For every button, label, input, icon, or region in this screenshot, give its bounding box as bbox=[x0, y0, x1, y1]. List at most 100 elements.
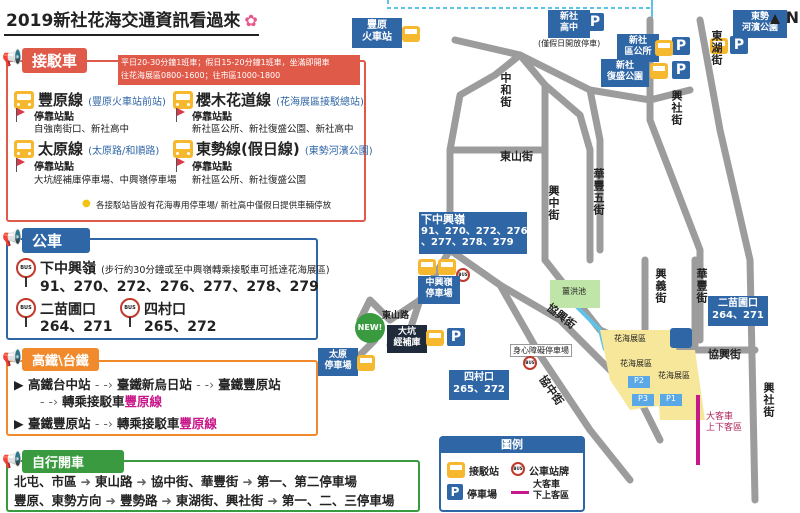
shuttle-footnote: 各接駁站皆設有花海專用停車場/ 新社高中僅假日提供車輛停放 bbox=[96, 201, 332, 211]
shuttle-tag: 接駁車 bbox=[22, 48, 88, 73]
line-sub: (豐原火車站前站) bbox=[88, 97, 166, 108]
shuttle-stop-icon bbox=[426, 330, 444, 346]
map-label-coach-zone: 大客車 上下客區 bbox=[706, 412, 743, 433]
street-huafeng5: 華豐五街 bbox=[592, 168, 605, 216]
parking-lot-p2: P2 bbox=[628, 376, 650, 388]
bus-routes: 91、270、272、276、277、278、279 bbox=[40, 279, 319, 295]
shuttle-stop-icon bbox=[447, 462, 465, 478]
shuttle-note-box: 平日20-30分鐘1班車；假日15-20分鐘1班車，坐滿即開車 往花海展區080… bbox=[118, 55, 360, 85]
map-label-xinshe-high: 新社 高中 bbox=[548, 10, 590, 38]
legend-coach: 大客車 下上客區 bbox=[533, 480, 570, 501]
north-arrow: N bbox=[770, 8, 799, 27]
map-bus-callout-sicunkou: 四村口 265、272 bbox=[449, 370, 509, 400]
expo-area-label: 花海展區 bbox=[620, 359, 652, 368]
flag-icon bbox=[177, 108, 185, 116]
street-xingyi: 興義街 bbox=[654, 268, 667, 304]
rail-panel bbox=[6, 360, 318, 436]
flag-icon bbox=[177, 158, 185, 166]
shuttle-line-sakuragi: 櫻木花道線 (花海展區接駁總站) bbox=[196, 89, 364, 110]
line-sub: (太原路/和順路) bbox=[88, 146, 160, 157]
shuttle-stop-icon bbox=[710, 38, 728, 54]
shuttle-stop-icon bbox=[357, 355, 375, 371]
shuttle-note-line1: 平日20-30分鐘1班車；假日15-20分鐘1班車，坐滿即開車 bbox=[121, 58, 330, 67]
legend-shuttle: 接駁站 bbox=[469, 467, 499, 478]
line-name: 豐原線 bbox=[38, 91, 84, 109]
rail-tag: 高鐵\台鐵 bbox=[22, 348, 99, 371]
rail-route-2: ▶ 臺鐵豐原站 - -› 轉乘接駁車豐原線 bbox=[14, 416, 217, 431]
parking-icon: P bbox=[730, 36, 748, 54]
shuttle-note-line2: 往花海展區0800-1600；往市區1000-1800 bbox=[121, 71, 281, 80]
legend-coach-line bbox=[511, 491, 529, 494]
stops-label: 停靠站點 bbox=[192, 112, 232, 123]
shuttle-stop-icon bbox=[402, 26, 420, 42]
street-dongshan-road: 東山路 bbox=[382, 311, 410, 321]
parking-icon: P bbox=[672, 37, 690, 55]
legend-bus: 公車站牌 bbox=[529, 467, 569, 478]
shuttle-stop-icon bbox=[438, 259, 456, 275]
street-huafeng: 華豐街 bbox=[695, 268, 708, 304]
street-dongshan: 東山街 bbox=[500, 150, 533, 163]
title-underline bbox=[4, 34, 259, 36]
map-label-dakeng: 大坑 經補庫 bbox=[387, 325, 427, 353]
expo-area-label: 花海展區 bbox=[658, 371, 690, 380]
legend-title: 圖例 bbox=[441, 437, 583, 453]
bus-stop-name: 下中興嶺 bbox=[40, 261, 96, 277]
line-name: 櫻木花道線 bbox=[196, 91, 272, 109]
bus-stop-icon: BUS bbox=[16, 258, 36, 278]
map-bus-callout-xiazhongxingling: 下中興嶺 91、270、272、276 、277、278、279 bbox=[419, 212, 528, 254]
shuttle-line-taiyuan: 太原線 (太原路/和順路) bbox=[38, 138, 159, 159]
bus-stop-name: 二苗圃口 bbox=[40, 302, 96, 318]
street-xingzhong: 興中街 bbox=[547, 185, 560, 221]
megaphone-icon: 📢 bbox=[2, 48, 22, 67]
drive-route-1: 北屯、市區 ➜ 東山路 ➜ 協中街、華豐街 ➜ 第一、第二停車場 bbox=[14, 474, 357, 489]
shuttle-line-dongshi: 東勢線(假日線) (東勢河濱公園) bbox=[196, 138, 373, 159]
street-donghu: 東湖街 bbox=[710, 30, 723, 66]
map-label-taiyuan: 太原 停車場 bbox=[318, 348, 358, 376]
shuttle-stop-icon bbox=[418, 259, 436, 275]
parking-lot-p1: P1 bbox=[660, 394, 682, 406]
map-label-fusheng-park: 新社 復盛公園 bbox=[601, 59, 649, 87]
stops-label: 停靠站點 bbox=[34, 112, 74, 123]
parking-icon: P bbox=[672, 61, 690, 79]
bus-icon bbox=[670, 328, 692, 348]
flag-icon bbox=[17, 158, 25, 166]
bus-stop-icon: BUS bbox=[511, 462, 525, 476]
stops-label: 停靠站點 bbox=[34, 162, 74, 173]
drive-route-2: 豐原、東勢方向 ➜ 豐勢路 ➜ 東湖街、興社街 ➜ 第一、二、三停車場 bbox=[14, 493, 395, 508]
shuttle-line-fengyuan: 豐原線 (豐原火車站前站) bbox=[38, 89, 166, 110]
drive-tag: 自行開車 bbox=[22, 450, 125, 473]
bus-stop-note: (步行約30分鐘或至中興嶺轉乘接駁車可抵達花海展區) bbox=[101, 265, 330, 276]
bus-stop-icon: BUS bbox=[16, 298, 36, 318]
shuttle-stop-icon bbox=[655, 40, 673, 56]
line-stops: 自強南街口、新社高中 bbox=[34, 124, 130, 135]
rail-route-1: ▶ 高鐵台中站 - -› 臺鐵新烏日站 - -› 臺鐵豐原站 bbox=[14, 377, 281, 392]
megaphone-icon: 📢 bbox=[2, 450, 22, 469]
map-label-pond: 薑洪池 bbox=[562, 287, 586, 296]
new-badge: NEW! bbox=[355, 313, 385, 343]
line-name: 太原線 bbox=[38, 140, 84, 158]
page-title: 2019新社花海交通資訊看過來✿ bbox=[6, 11, 258, 31]
map-label-zhongxingling: 中興嶺 停車場 bbox=[418, 276, 460, 304]
street-xingshe: 興社街 bbox=[670, 90, 683, 126]
lightbulb-icon: ● bbox=[82, 198, 91, 209]
stops-label: 停靠站點 bbox=[192, 162, 232, 173]
bus-stop-name: 四村口 bbox=[144, 302, 186, 318]
drive-panel bbox=[6, 460, 420, 512]
megaphone-icon: 📢 bbox=[2, 228, 22, 247]
map-label-xinshe-office: 新社 區公所 bbox=[617, 34, 659, 62]
bus-panel bbox=[6, 238, 318, 340]
map-label-fengyuan-station: 豐原 火車站 bbox=[352, 18, 402, 48]
parking-icon: P bbox=[447, 484, 463, 500]
shuttle-icon bbox=[14, 140, 34, 158]
street-zhonghe: 中和街 bbox=[499, 72, 512, 108]
map-label-xinshe-high-note: (僅假日開放停車) bbox=[538, 39, 601, 48]
street-xiexing-east: 協興街 bbox=[708, 348, 741, 361]
megaphone-icon: 📢 bbox=[2, 348, 22, 367]
map-label-disabled-lot: 身心障礙停車場 bbox=[510, 344, 572, 357]
shuttle-icon bbox=[173, 91, 193, 109]
flag-icon bbox=[17, 108, 25, 116]
rail-route-1-transfer: - -› 轉乘接駁車豐原線 bbox=[40, 394, 162, 409]
line-stops: 大坑經補庫停車場、中興嶺停車場 bbox=[34, 175, 177, 186]
shuttle-icon bbox=[173, 140, 193, 158]
line-stops: 新社區公所、新社復盛公園、新社高中 bbox=[192, 124, 354, 135]
